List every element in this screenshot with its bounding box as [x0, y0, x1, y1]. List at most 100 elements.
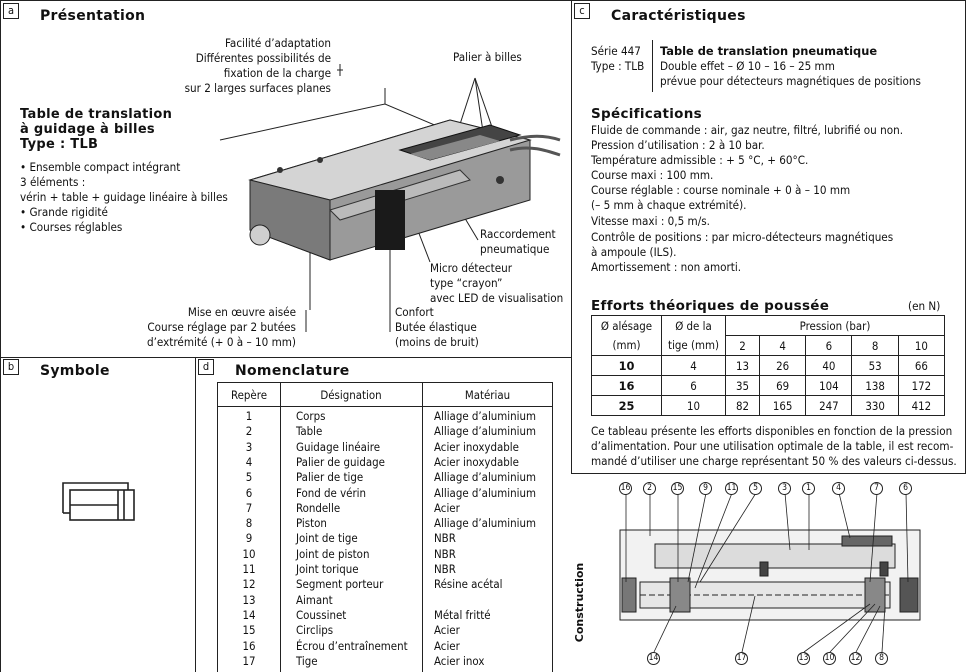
- header-alesage: Ø alésage: [591, 315, 662, 336]
- cell-value: 13: [725, 355, 760, 376]
- ref-marker: 2: [643, 482, 656, 495]
- spec-item: Pression d’utilisation : 2 à 10 bar.: [591, 138, 765, 152]
- cell-value: 35: [725, 375, 760, 396]
- cell-tige: 10: [661, 395, 726, 416]
- spec-item: Fluide de commande : air, gaz neutre, fi…: [591, 123, 904, 137]
- desc-line: prévue pour détecteurs magnétiques de po…: [660, 74, 921, 88]
- spec-item: Amortissement : non amorti.: [591, 260, 742, 274]
- cell-materiau: Acier inoxydable: [434, 454, 519, 469]
- cell-designation: Corps: [296, 409, 326, 423]
- cell-materiau: Alliage d’aluminium: [434, 485, 536, 500]
- cell-repere: 7: [245, 500, 253, 515]
- cell-value: 412: [897, 395, 946, 416]
- frame-left: [0, 0, 1, 672]
- cell-materiau: [434, 593, 552, 608]
- note-line: mandé d’utiliser une charge représentant…: [591, 454, 957, 468]
- cell-materiau: Acier: [434, 638, 460, 653]
- cell-repere: 13: [242, 592, 256, 607]
- feature-bullet: • Grande rigidité: [20, 205, 108, 219]
- section-letter-a: a: [3, 3, 19, 19]
- cell-value: 247: [805, 395, 853, 416]
- cell-repere: 17: [242, 653, 256, 668]
- table-row: 10 4 13 26 40 53 66: [591, 355, 946, 376]
- cell-designation: Joint de tige: [296, 531, 358, 546]
- pneumatic-symbol-icon: [62, 482, 135, 521]
- ref-marker: 1: [802, 482, 815, 495]
- cell-materiau: Alliage d’aluminium: [434, 409, 536, 423]
- ref-marker: 9: [699, 482, 712, 495]
- ref-marker: 4: [832, 482, 845, 495]
- cell-tige: 6: [661, 375, 726, 396]
- col-divider: [422, 383, 423, 672]
- cell-value: 69: [758, 375, 807, 396]
- cell-repere: 16: [242, 638, 256, 653]
- ref-marker: 6: [899, 482, 912, 495]
- cell-alesage: 25: [591, 395, 662, 416]
- ref-marker: 15: [671, 482, 684, 495]
- cell-value: 172: [897, 375, 946, 396]
- cell-designation: Écrou d’entraînement: [296, 638, 408, 653]
- cell-designation: Piston: [296, 516, 327, 531]
- cell-materiau: Alliage d’aluminium: [434, 424, 536, 439]
- spec-title: Spécifications: [591, 106, 702, 122]
- header-tige: Ø de la: [661, 315, 726, 336]
- cell-value: 165: [758, 395, 807, 416]
- cell-repere: 1: [245, 409, 253, 423]
- cell-designation: Table: [296, 424, 323, 439]
- cell-value: 66: [897, 355, 946, 376]
- spec-item: (– 5 mm à chaque extrémité).: [591, 198, 747, 212]
- spec-item: Contrôle de positions : par micro-détect…: [591, 230, 894, 244]
- callout-line: Différentes possibilités de: [195, 51, 331, 65]
- header-underline: [218, 383, 552, 407]
- cell-designation: Joint torique: [296, 562, 359, 576]
- feature-bullet: • Courses réglables: [20, 220, 123, 234]
- cell-materiau: Acier inoxydable: [434, 439, 519, 454]
- feature-bullet: • Ensemble compact intégrant: [20, 160, 181, 174]
- header-pressure-value: 8: [851, 335, 899, 356]
- ref-marker: 5: [749, 482, 762, 495]
- serie-separator: [652, 40, 653, 92]
- ref-marker: 14: [647, 652, 660, 665]
- divider-b-d: [195, 357, 196, 672]
- note-line: Ce tableau présente les efforts disponib…: [591, 424, 953, 438]
- cell-repere: 4: [245, 454, 253, 469]
- cell-repere: 9: [245, 531, 253, 546]
- cell-repere: 12: [242, 577, 256, 592]
- desc-title: Table de translation pneumatique: [660, 44, 878, 58]
- section-title-caracteristiques: Caractéristiques: [611, 8, 746, 24]
- section-letter-b: b: [3, 359, 19, 375]
- serie-label: Série 447: [591, 44, 641, 58]
- product-photo: [219, 64, 561, 332]
- header-pressure-value: 6: [805, 335, 853, 356]
- desc-line: Double effet – Ø 10 – 16 – 25 mm: [660, 59, 835, 73]
- cell-value: 40: [805, 355, 853, 376]
- callout-line: fixation de la charge: [223, 66, 331, 80]
- callout-line: d’extrémité (+ 0 à – 10 mm): [146, 335, 296, 349]
- ref-marker: 17: [735, 652, 748, 665]
- table-header-row: (mm) tige (mm) 2 4 6 8 10: [591, 335, 946, 356]
- spec-item: Température admissible : + 5 °C, + 60°C.: [591, 153, 809, 167]
- divider-a-c: [571, 0, 572, 474]
- cell-value: 138: [851, 375, 899, 396]
- ref-marker: 16: [619, 482, 632, 495]
- cell-repere: 10: [242, 546, 256, 561]
- ref-marker: 3: [778, 482, 791, 495]
- header-pression: Pression (bar): [725, 315, 945, 336]
- cell-materiau: Alliage d’aluminium: [434, 470, 536, 485]
- cell-repere: 6: [245, 485, 253, 500]
- cell-designation: Palier de guidage: [296, 454, 385, 469]
- callout-palier: Palier à billes: [453, 50, 522, 64]
- ref-marker: 10: [823, 652, 836, 665]
- callout-line: pneumatique: [480, 242, 550, 256]
- product-heading-line2: à guidage à billes: [20, 122, 155, 137]
- type-label: Type : TLB: [591, 59, 645, 73]
- feature-bullet: vérin + table + guidage linéaire à bille…: [20, 190, 228, 204]
- section-title-nomenclature: Nomenclature: [235, 363, 350, 379]
- callout-line: Facilité d’adaptation: [225, 36, 331, 50]
- spec-item: Course maxi : 100 mm.: [591, 168, 714, 182]
- callout-line: Course réglage par 2 butées: [147, 320, 296, 334]
- cell-designation: Segment porteur: [296, 577, 384, 592]
- header-pressure-value: 2: [725, 335, 760, 356]
- callout-line: Mise en œuvre aisée: [187, 305, 296, 319]
- cell-designation: Fond de vérin: [296, 485, 367, 500]
